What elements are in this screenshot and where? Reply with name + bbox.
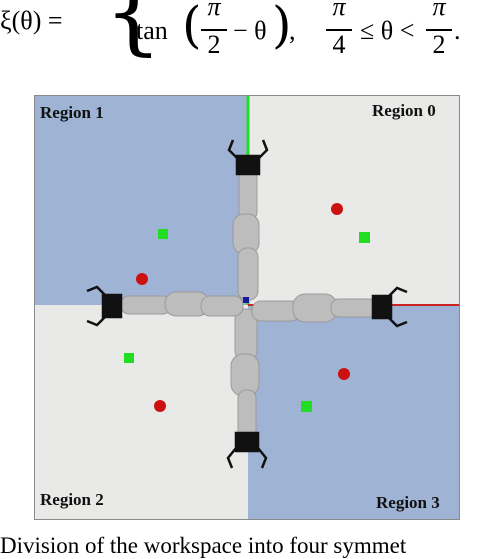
region-0-label: Region 0 (372, 101, 436, 120)
equation-period: . (454, 16, 461, 45)
gripper-icon (86, 285, 123, 327)
red-sphere-icon (338, 368, 350, 380)
robot-arm-icon (120, 291, 244, 317)
gripper-icon (226, 431, 268, 469)
green-cube-icon (301, 401, 312, 412)
region-3-label: Region 3 (376, 493, 440, 512)
gripper-icon (371, 286, 408, 328)
figure-caption: Division of the workspace into four symm… (0, 533, 407, 558)
region-2-area (35, 305, 248, 519)
minus-theta: − θ (233, 16, 267, 45)
cond-frac-bar (326, 29, 352, 31)
region-1-label: Region 1 (40, 103, 104, 122)
workspace-scene (86, 96, 459, 469)
cond-inequality: ≤ θ < (360, 16, 415, 45)
cond-num2-pi: π (432, 0, 446, 21)
workspace-figure: Region 1 Region 0 Region 2 Region 3 (34, 95, 460, 520)
red-sphere-icon (136, 273, 148, 285)
cond-den-four: 4 (332, 30, 346, 59)
green-cube-icon (124, 353, 134, 363)
region-0-area (248, 96, 459, 305)
region-2-label: Region 2 (40, 490, 104, 509)
cond-den2-two: 2 (432, 30, 446, 59)
green-cube-icon (158, 229, 168, 239)
robot-arm-icon (232, 169, 260, 301)
green-cube-icon (359, 232, 370, 243)
equation-lhs: ξ(θ) = (0, 6, 63, 35)
equation-brace: { (104, 0, 163, 65)
equation-fragment: ξ(θ) = { tan ( π 2 − θ ) , π 4 ≤ θ < π 2… (0, 0, 494, 70)
frac-den-two: 2 (207, 30, 221, 59)
gripper-icon (227, 139, 269, 176)
red-sphere-icon (154, 400, 166, 412)
robot-arm-icon (230, 308, 260, 439)
red-sphere-icon (331, 203, 343, 215)
frac-bar (201, 29, 227, 31)
center-marker (243, 297, 249, 303)
equation-tan: tan (136, 16, 168, 45)
robot-arm-icon (251, 293, 378, 323)
cond-frac-bar2 (426, 29, 452, 31)
frac-num-pi: π (207, 0, 221, 21)
cond-num-pi: π (332, 0, 346, 21)
region-1-area (35, 96, 248, 305)
region-3-area (248, 305, 459, 519)
left-paren: ( (182, 0, 202, 54)
equation-comma: , (289, 16, 296, 45)
right-paren: ) (272, 0, 292, 54)
